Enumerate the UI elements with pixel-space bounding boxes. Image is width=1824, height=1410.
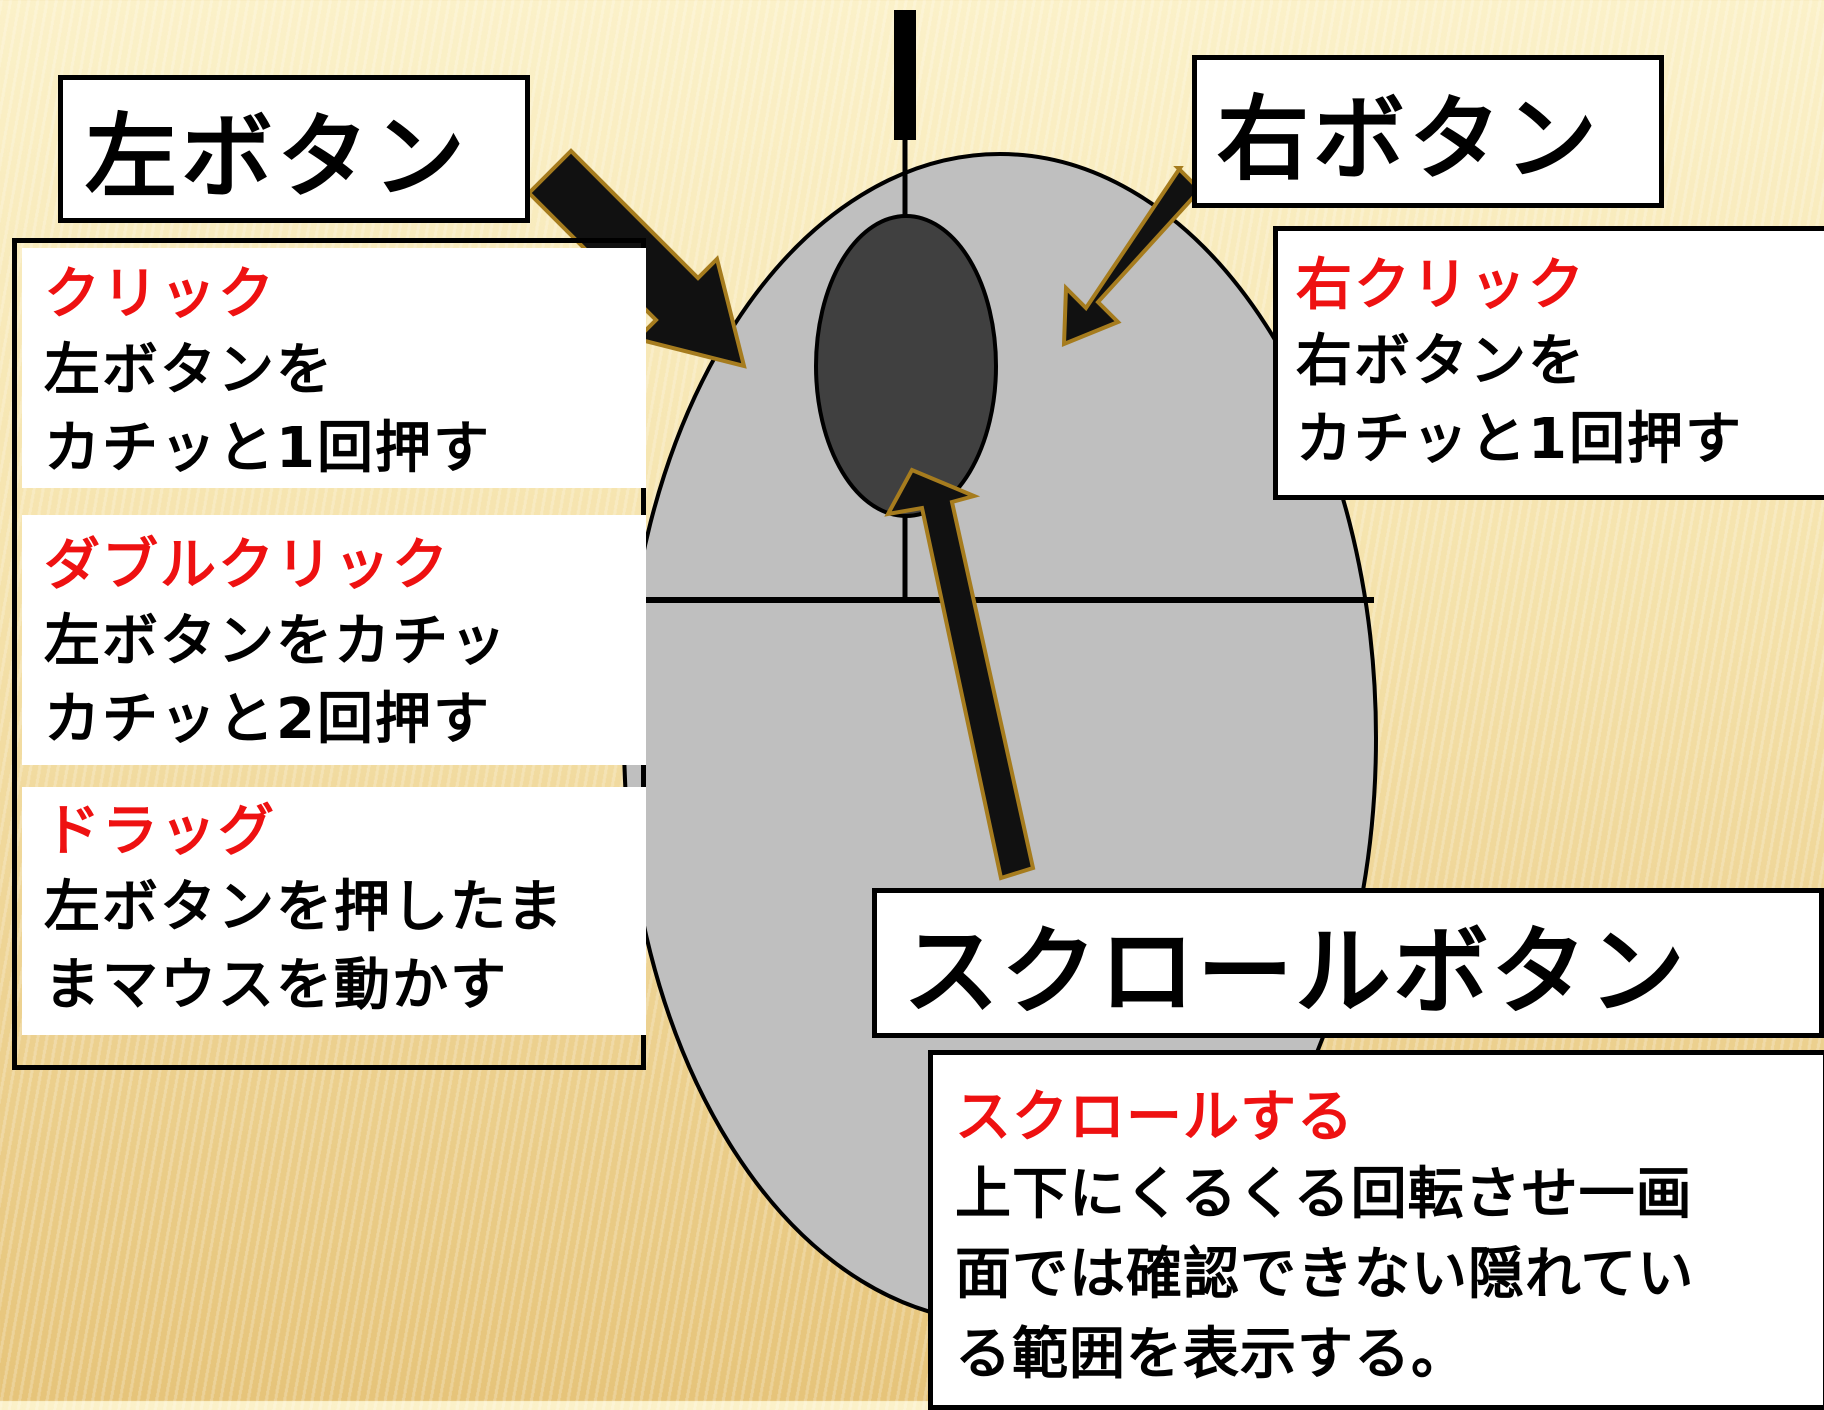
- scroll-description: 上下にくるくる回転させ一画 面では確認できない隠れてい る範囲を表示する。: [955, 1162, 1695, 1387]
- right-button-label-text: 右ボタン: [1217, 86, 1602, 193]
- scroll-button-label-text: スクロールボタン: [903, 915, 1687, 1028]
- click-description: 左ボタンを カチッと1回押す: [44, 338, 491, 481]
- drag-term: ドラッグ: [44, 799, 276, 864]
- right-click-section: 右クリック 右ボタンを カチッと1回押す: [1278, 231, 1824, 479]
- right-click-description: 右ボタンを カチッと1回押す: [1296, 329, 1743, 472]
- scroll-button-actions-panel: スクロールする 上下にくるくる回転させ一画 面では確認できない隠れてい る範囲を…: [928, 1050, 1824, 1410]
- scroll-section: スクロールする 上下にくるくる回転させ一画 面では確認できない隠れてい る範囲を…: [933, 1055, 1823, 1395]
- right-click-term: 右クリック: [1296, 253, 1586, 318]
- left-button-actions-panel: クリック 左ボタンを カチッと1回押す ダブルクリック 左ボタンをカチッ カチッ…: [12, 238, 646, 1070]
- click-section: クリック 左ボタンを カチッと1回押す: [22, 248, 646, 488]
- double-click-section: ダブルクリック 左ボタンをカチッ カチッと2回押す: [22, 515, 646, 765]
- left-button-label: 左ボタン: [58, 75, 530, 223]
- scroll-wheel: [814, 214, 998, 518]
- arrow-to-right-button-shape: [1061, 166, 1203, 348]
- left-button-label-text: 左ボタン: [85, 103, 470, 211]
- drag-description: 左ボタンを押したま まマウスを動かす: [44, 875, 565, 1018]
- double-click-description: 左ボタンをカチッ カチッと2回押す: [44, 609, 508, 752]
- drag-section: ドラッグ 左ボタンを押したま まマウスを動かす: [22, 787, 646, 1035]
- double-click-term: ダブルクリック: [44, 533, 450, 598]
- right-button-label: 右ボタン: [1192, 55, 1664, 208]
- right-button-actions-panel: 右クリック 右ボタンを カチッと1回押す: [1273, 226, 1824, 500]
- arrow-to-scroll-wheel: [884, 467, 1036, 881]
- scroll-term: スクロールする: [955, 1085, 1354, 1150]
- scroll-button-label: スクロールボタン: [872, 888, 1824, 1038]
- click-term: クリック: [44, 262, 276, 327]
